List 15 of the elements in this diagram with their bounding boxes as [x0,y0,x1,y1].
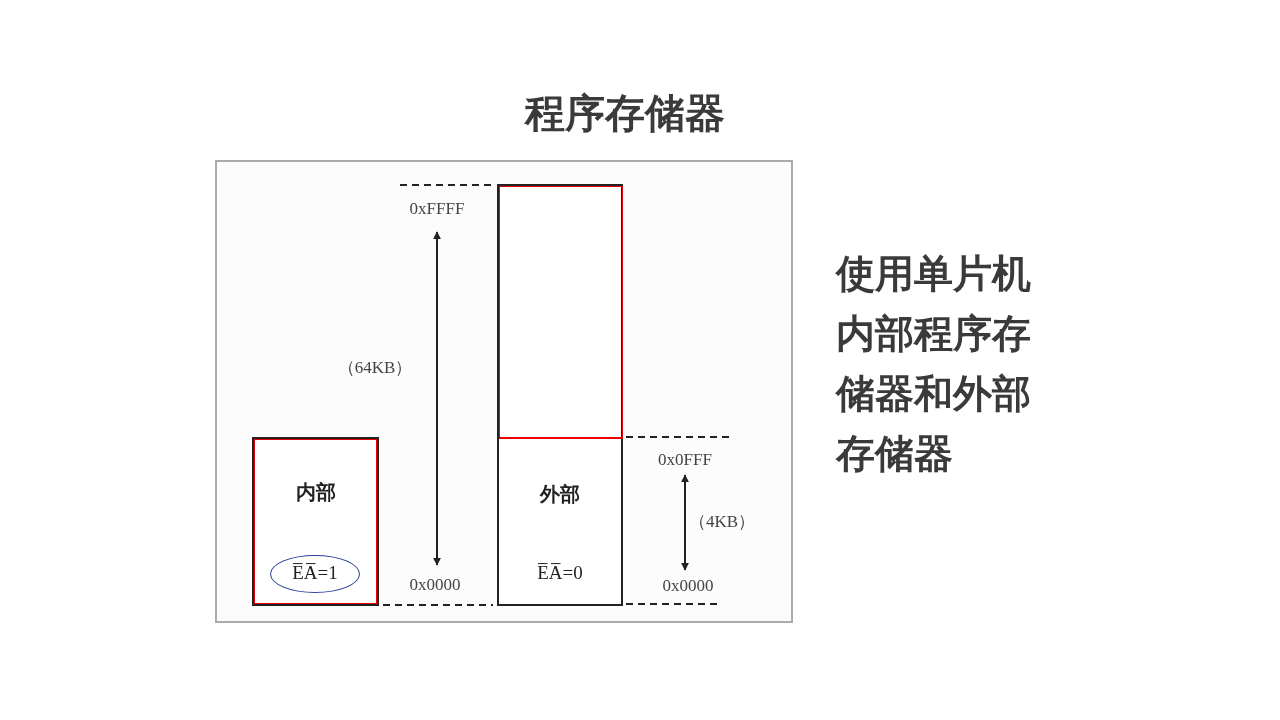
description-text: 使用单片机内部程序存储器和外部存储器 [836,250,1032,478]
memory-region [499,186,623,439]
signal-label: E̅A̅=1 [291,562,339,584]
address-label: 0x0FFF [657,450,713,470]
address-label: 0xFFFF [408,199,466,219]
address-label: 0x0000 [408,575,462,595]
signal-label: E̅A̅=0 [536,562,584,584]
size-label: （64KB） [336,357,414,379]
address-label: 0x0000 [661,576,715,596]
block-label: 外部 [538,482,581,507]
size-label: （4KB） [687,511,757,533]
memory-block [252,437,379,606]
block-label: 内部 [294,480,337,505]
memory-block [497,184,623,606]
title: 程序存储器 [523,89,726,138]
